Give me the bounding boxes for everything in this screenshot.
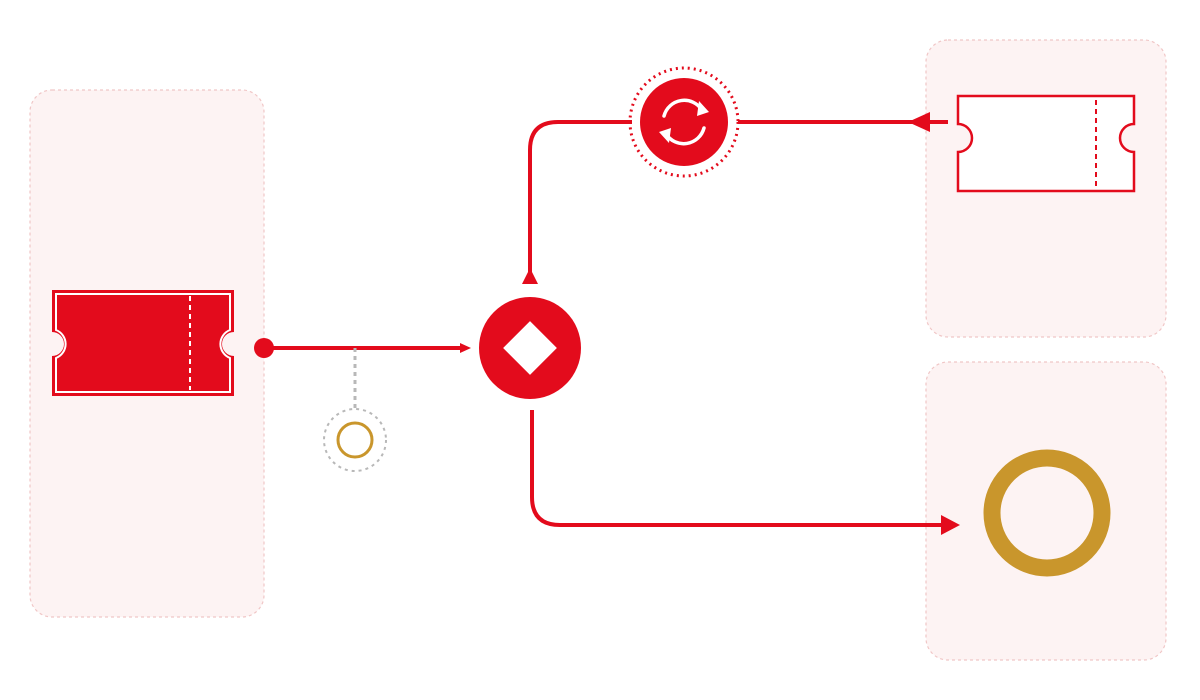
connector-gateway-to-refresh	[522, 120, 632, 284]
small-ring-icon	[323, 408, 387, 472]
connector-source-to-gateway	[254, 338, 471, 358]
arrow-head	[908, 112, 930, 132]
ticket-icon	[52, 290, 234, 396]
connector-start-dot	[254, 338, 274, 358]
connector-returned-ticket-to-refresh	[738, 112, 948, 132]
ring-icon	[983, 449, 1111, 577]
connector-gateway-to-coin	[530, 410, 960, 535]
arrow-head	[522, 268, 538, 284]
ticket-icon	[956, 94, 1136, 193]
diamond-icon	[479, 297, 581, 399]
arrow-head	[460, 343, 471, 353]
bottom-right-panel	[925, 361, 1167, 661]
refresh-icon	[628, 66, 740, 178]
arrow-head	[941, 515, 960, 535]
